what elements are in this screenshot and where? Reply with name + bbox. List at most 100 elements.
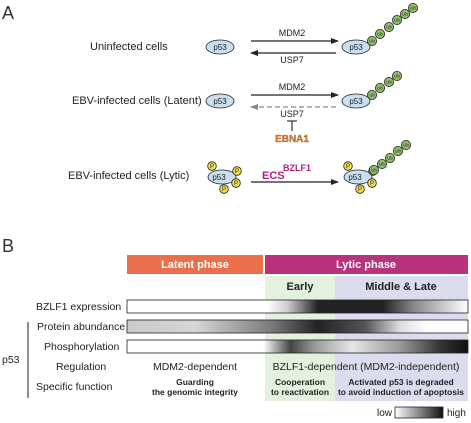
- protein-abundance-bar: [126, 319, 469, 334]
- function-early-line2: to reactivation: [271, 387, 329, 397]
- function-early-line1: Cooperation: [275, 377, 325, 387]
- row3-right-phospho-p53: p53: [343, 169, 373, 185]
- ubiquitin-icon: [400, 139, 411, 150]
- row2-usp7: USP7: [280, 109, 304, 119]
- function-middle-line1: Activated p53 is degraded: [348, 377, 453, 387]
- svg-text:p53: p53: [349, 43, 363, 52]
- row1-right-p53: p53: [341, 39, 371, 55]
- phosphate-icon-text: P: [346, 164, 350, 170]
- phosphate-icon-text: P: [234, 181, 238, 187]
- ubiquitin-icon-text: Ub: [410, 6, 416, 11]
- phosphorylation-label: Phosphorylation: [44, 341, 119, 353]
- ubiquitin-icon-text: Ub: [387, 156, 393, 161]
- phosphate-icon-text: P: [222, 187, 226, 193]
- phosphate-icon: [355, 184, 365, 194]
- ubiquitin-icon-text: Ub: [394, 18, 400, 23]
- row3-label: EBV-infected cells (Lytic): [68, 170, 189, 182]
- phosphate-icon: [232, 166, 242, 176]
- regulation-latent: MDM2-dependent: [153, 361, 237, 373]
- svg-text:p53: p53: [348, 173, 362, 182]
- middle-late-column-bg: [335, 276, 468, 401]
- ubiquitin-icon-text: Ub: [377, 32, 383, 37]
- phosphate-icon-text: P: [210, 164, 214, 170]
- panel-a-label: A: [2, 3, 14, 23]
- p53-group-label: p53: [2, 354, 20, 366]
- ubiquitin-icon: [391, 14, 402, 25]
- row1-left-p53: p53: [205, 39, 235, 55]
- ubiquitin-icon-text: Ub: [386, 25, 392, 30]
- protein-abundance-label: Protein abundance: [37, 321, 125, 333]
- phosphate-icon-text: P: [358, 187, 362, 193]
- row2-right-p53: p53: [341, 93, 371, 109]
- phosphate-icon: [231, 178, 241, 188]
- ubiquitin-icon: [374, 83, 385, 94]
- function-middle-line2: to avoid induction of apoptosis: [338, 387, 464, 397]
- ubiquitin-icon-text: Ub: [402, 12, 408, 17]
- svg-text:p53: p53: [212, 173, 226, 182]
- row2-ebna1: EBNA1: [275, 134, 309, 145]
- row3-ecs-superscript: BZLF1: [283, 163, 311, 173]
- early-header: Early: [287, 281, 315, 293]
- function-latent-line2: the genomic integrity: [152, 387, 238, 397]
- ubiquitin-icon-text: Ub: [395, 149, 401, 154]
- ubiquitin-icon-text: Ub: [371, 168, 377, 173]
- ubiquitin-icon: [399, 8, 410, 19]
- early-column-bg: [265, 276, 335, 401]
- phosphate-icon-text: P: [235, 169, 239, 175]
- ubiquitin-icon: [366, 36, 377, 47]
- ubiquitin-icon: [366, 90, 377, 101]
- row1-usp7: USP7: [280, 55, 304, 65]
- row1-label: Uninfected cells: [90, 41, 168, 53]
- phosphate-icon: [207, 161, 217, 171]
- row2-left-p53: p53: [205, 93, 235, 109]
- ubiquitin-icon-text: Ub: [379, 162, 385, 167]
- ubiquitin-icon-text: Ub: [386, 80, 392, 85]
- ubiquitin-icon-text: Ub: [369, 39, 375, 44]
- legend-low: low: [377, 408, 393, 419]
- row2-label: EBV-infected cells (Latent): [72, 95, 202, 107]
- svg-text:p53: p53: [349, 97, 363, 106]
- svg-text:p53: p53: [213, 43, 227, 52]
- lytic-phase-text: Lytic phase: [336, 259, 396, 271]
- ubiquitin-icon: [392, 145, 403, 156]
- ubiquitin-icon-text: Ub: [403, 143, 409, 148]
- regulation-label: Regulation: [56, 361, 106, 373]
- ubiquitin-icon: [368, 164, 379, 175]
- row3-left-phospho-p53: p53: [207, 169, 237, 185]
- legend-gradient: [394, 406, 444, 419]
- lytic-phase-header: [265, 255, 468, 274]
- svg-text:p53: p53: [213, 97, 227, 106]
- row2-mdm2: MDM2: [279, 82, 306, 92]
- ubiquitin-icon: [376, 158, 387, 169]
- ubiquitin-icon: [391, 71, 402, 82]
- phosphorylation-bar: [126, 339, 469, 354]
- ubiquitin-icon: [383, 21, 394, 32]
- ubiquitin-icon: [407, 3, 418, 13]
- ubiquitin-icon: [383, 77, 394, 88]
- function-latent-line1: Guarding: [176, 377, 214, 387]
- middle-late-header: Middle & Late: [365, 281, 437, 293]
- legend-high: high: [447, 408, 466, 419]
- bzlf1-expression-bar: [126, 299, 469, 314]
- latent-phase-text: Latent phase: [161, 259, 229, 271]
- ubiquitin-icon-text: Ub: [369, 93, 375, 98]
- row3-ecs: ECS: [262, 170, 285, 182]
- row1-mdm2: MDM2: [279, 28, 306, 38]
- latent-phase-header: [127, 255, 263, 274]
- bzlf1-label: BZLF1 expression: [36, 301, 121, 313]
- regulation-lytic: BZLF1-dependent (MDM2-independent): [273, 361, 460, 373]
- panel-b-label: B: [2, 236, 14, 256]
- ubiquitin-icon-text: Ub: [377, 86, 383, 91]
- specific-function-label: Specific function: [36, 381, 113, 393]
- phosphate-icon: [219, 184, 229, 194]
- phosphate-icon: [343, 161, 353, 171]
- phosphate-icon-text: P: [370, 181, 374, 187]
- ubiquitin-icon: [384, 152, 395, 163]
- phosphate-icon: [367, 178, 377, 188]
- ubiquitin-icon: [374, 28, 385, 39]
